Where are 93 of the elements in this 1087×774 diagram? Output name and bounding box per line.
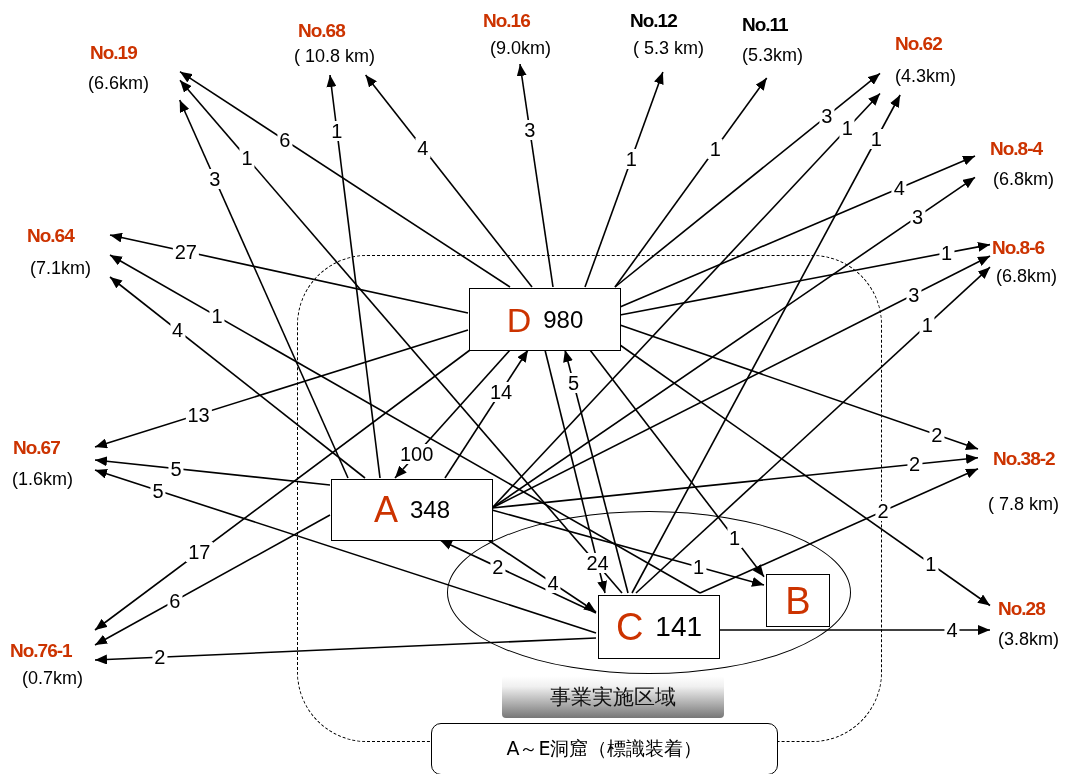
edge-label: 4 <box>944 620 960 640</box>
arrow <box>619 241 991 316</box>
site-name: No.68 <box>298 20 345 42</box>
area-label: A～E洞窟（標識装着） <box>431 723 778 774</box>
edge-label: 1 <box>623 149 639 169</box>
edge-label: 1 <box>329 120 345 141</box>
arrow <box>619 344 991 607</box>
area-label: 事業実施区域 <box>502 676 724 718</box>
site-name: No.38-2 <box>993 448 1055 470</box>
edge-label: 1 <box>919 315 935 335</box>
arrow <box>631 94 901 594</box>
site-name: No.19 <box>90 42 137 64</box>
distance-label: (0.7km) <box>22 667 83 689</box>
count-number: 348 <box>410 498 451 522</box>
arrow <box>516 63 554 288</box>
edge-label: 4 <box>545 573 561 594</box>
distance-label: (9.0km) <box>490 37 551 59</box>
arrow <box>109 254 701 594</box>
edge-label: 100 <box>398 443 436 464</box>
arrow <box>109 232 469 314</box>
cave-letter: D <box>506 302 532 337</box>
cave-letter: A <box>373 492 398 528</box>
arrow <box>439 539 597 614</box>
arrow <box>94 329 469 449</box>
site-name: No.28 <box>998 598 1045 620</box>
arrow <box>614 72 881 288</box>
distance-label: ( 5.3 km) <box>633 37 704 59</box>
distance-label: (1.6km) <box>12 468 73 490</box>
arrow <box>584 71 664 288</box>
cave-letter: C <box>615 608 644 646</box>
arrow <box>94 514 331 646</box>
edge-label: 1 <box>239 148 255 169</box>
site-name: No.16 <box>483 10 530 32</box>
arrow <box>614 77 768 288</box>
arrow <box>94 637 597 665</box>
edge-label: 2 <box>490 557 506 577</box>
site-name: No.76-1 <box>10 640 72 662</box>
arrow <box>491 92 881 509</box>
arrow <box>179 79 623 594</box>
count-number: 980 <box>543 307 584 332</box>
edge-label: 1 <box>868 129 884 150</box>
site-name: No.11 <box>742 14 788 36</box>
distance-label: (6.8km) <box>993 168 1054 190</box>
arrow <box>491 509 765 587</box>
arrow <box>487 539 597 613</box>
edge-label: 24 <box>584 553 611 574</box>
cave-letter: B <box>785 581 811 620</box>
arrow <box>364 74 533 288</box>
arrow <box>326 74 381 479</box>
edge-label: 4 <box>415 137 431 158</box>
edge-label: 3 <box>207 169 223 190</box>
count-number: 141 <box>655 613 703 641</box>
arrow <box>563 349 629 594</box>
arrow <box>544 349 607 594</box>
distance-label: ( 10.8 km) <box>294 45 376 67</box>
arrow <box>94 349 471 631</box>
distance-label: (4.3km) <box>895 65 956 87</box>
site-name: No.64 <box>27 225 74 247</box>
arrow <box>178 99 349 479</box>
distance-label: ( 7.8 km) <box>988 493 1059 515</box>
edge-label: 1 <box>727 528 743 549</box>
edge-label: 3 <box>819 106 835 127</box>
arrow <box>109 276 366 479</box>
distance-label: (7.1km) <box>30 257 91 279</box>
distance-label: (6.6km) <box>88 72 149 94</box>
arrow <box>619 155 976 308</box>
site-name: No.8-6 <box>992 237 1045 259</box>
arrow <box>635 266 991 594</box>
distance-label: (6.8km) <box>996 265 1057 287</box>
cave-box <box>766 574 830 627</box>
site-name: No.62 <box>895 33 942 55</box>
cave-box <box>331 479 493 541</box>
site-name: No.67 <box>13 437 60 459</box>
site-name: No.8-4 <box>990 138 1043 160</box>
distance-label: (5.3km) <box>742 44 803 66</box>
distance-label: (3.8km) <box>998 628 1059 650</box>
edge-label: 17 <box>186 542 213 563</box>
arrow <box>699 467 979 594</box>
arrow <box>94 468 597 634</box>
edge-label: 1 <box>839 118 855 139</box>
site-name: No.12 <box>630 10 677 32</box>
cave-box <box>598 595 720 659</box>
edge-label: 2 <box>875 501 891 522</box>
edge-label: 1 <box>707 138 723 159</box>
arrow <box>94 456 331 486</box>
arrow <box>619 324 979 450</box>
edge-label: 3 <box>522 120 538 141</box>
cave-box <box>469 288 621 351</box>
arrow <box>179 70 511 288</box>
arrow <box>491 453 979 509</box>
edge-label: 1 <box>691 557 707 577</box>
edge-label: 5 <box>565 372 582 393</box>
arrow <box>589 349 765 578</box>
